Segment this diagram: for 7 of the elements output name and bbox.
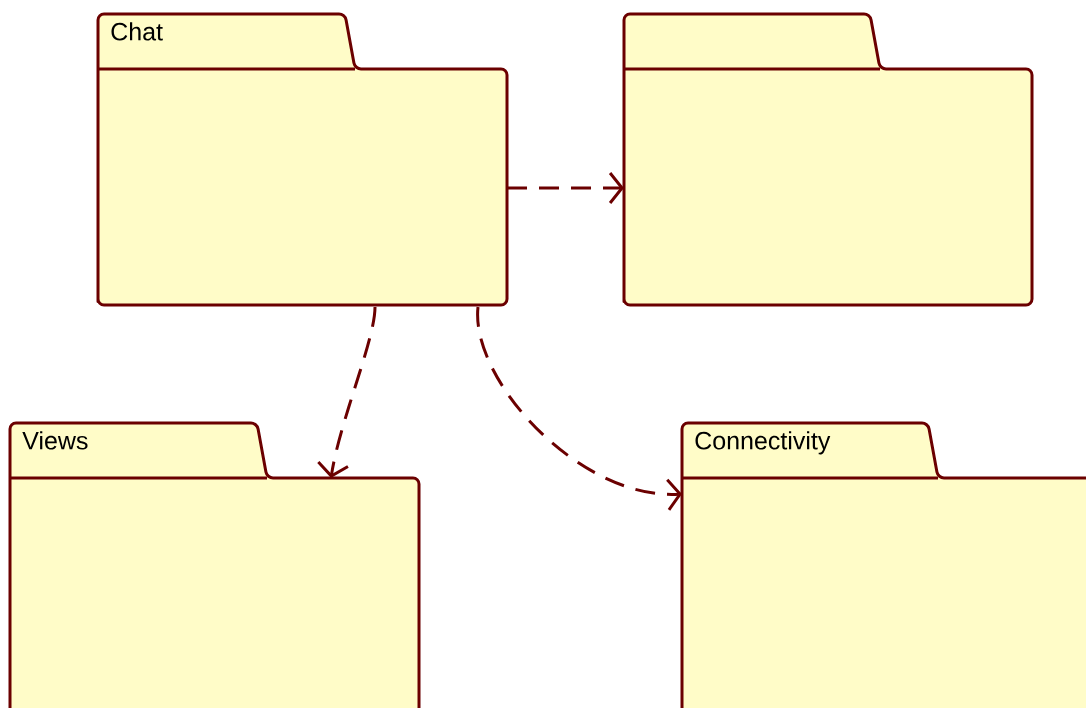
dependency-arrow bbox=[507, 172, 624, 204]
package-folder: Views bbox=[8, 421, 421, 708]
dependency-arrow bbox=[476, 306, 682, 511]
package-folder: Chat bbox=[96, 12, 509, 307]
dependency-arrow bbox=[317, 306, 377, 478]
package-folder: Connectivity bbox=[680, 421, 1086, 708]
package-folder bbox=[622, 12, 1034, 307]
